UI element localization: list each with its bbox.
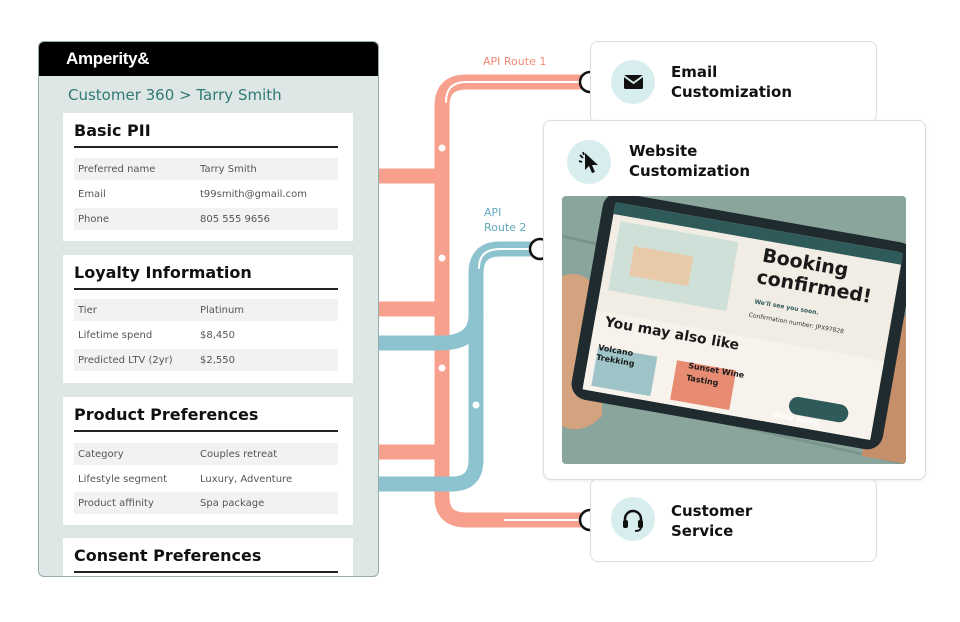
website-icon-circle <box>567 140 611 184</box>
card-title: Consent Preferences <box>74 546 262 565</box>
divider <box>74 571 338 573</box>
row-value: $8,450 <box>200 330 235 341</box>
table-row: Lifetime spend $8,450 <box>74 324 338 346</box>
card-title: Basic PII <box>74 121 151 140</box>
card-basic-pii: Basic PII Preferred name Tarry Smith Emai… <box>63 113 353 241</box>
table-row: Category Couples retreat <box>74 443 338 465</box>
row-value: Spa package <box>200 498 265 509</box>
row-value: Couples retreat <box>200 449 278 460</box>
row-key: Lifetime spend <box>78 330 153 341</box>
divider <box>74 146 338 148</box>
row-value: Luxury, Adventure <box>200 474 293 485</box>
email-label-line1: Email <box>671 63 718 81</box>
card-consent-preferences: Consent Preferences <box>63 538 353 576</box>
table-row: Product affinity Spa package <box>74 492 338 514</box>
panel-header: Amperity& <box>39 42 378 76</box>
tablet-illustration: Booking confirmed! We'll see you soon. C… <box>562 196 906 464</box>
row-key: Phone <box>78 214 109 225</box>
table-row: Phone 805 555 9656 <box>74 208 338 230</box>
amperity-logo: Amperity& <box>66 49 150 68</box>
service-label-line2: Service <box>671 522 734 540</box>
row-value: $2,550 <box>200 355 235 366</box>
row-key: Preferred name <box>78 164 156 175</box>
row-value: Tarry Smith <box>200 164 257 175</box>
row-key: Category <box>78 449 124 460</box>
table-row: Predicted LTV (2yr) $2,550 <box>74 349 338 371</box>
card-title: Loyalty Information <box>74 263 252 282</box>
envelope-icon <box>623 75 644 89</box>
customer360-panel: Amperity& Customer 360 > Tarry Smith Bas… <box>38 41 379 577</box>
route2-label-line1: API <box>484 206 502 219</box>
row-value: Platinum <box>200 305 245 316</box>
headset-icon <box>623 509 643 532</box>
route1-label: API Route 1 <box>483 55 547 68</box>
table-row: Lifestyle segment Luxury, Adventure <box>74 468 338 490</box>
table-row: Tier Platinum <box>74 299 338 321</box>
card-loyalty: Loyalty Information Tier Platinum Lifetim… <box>63 255 353 383</box>
route2-branch-spend <box>344 307 484 351</box>
divider <box>74 430 338 432</box>
service-label-line1: Customer <box>671 502 753 520</box>
table-row: Preferred name Tarry Smith <box>74 158 338 180</box>
service-icon-circle <box>611 497 655 541</box>
cursor-icon <box>578 151 598 173</box>
row-key: Email <box>78 189 106 200</box>
row-key: Product affinity <box>78 498 154 509</box>
row-key: Tier <box>78 305 97 316</box>
card-product-preferences: Product Preferences Category Couples retr… <box>63 397 353 525</box>
row-key: Predicted LTV (2yr) <box>78 355 173 366</box>
website-label-line2: Customization <box>629 162 751 180</box>
email-label-line2: Customization <box>671 83 793 101</box>
divider <box>74 288 338 290</box>
row-value: t99smith@gmail.com <box>200 189 307 200</box>
row-key: Lifestyle segment <box>78 474 168 485</box>
email-icon-circle <box>611 60 655 104</box>
route2-label-line2: Route 2 <box>484 221 527 234</box>
table-row: Email t99smith@gmail.com <box>74 183 338 205</box>
card-title: Product Preferences <box>74 405 259 424</box>
row-value: 805 555 9656 <box>200 214 270 225</box>
website-label-line1: Website <box>629 142 698 160</box>
breadcrumb: Customer 360 > Tarry Smith <box>68 86 282 104</box>
tablet-scene-art <box>562 196 906 464</box>
